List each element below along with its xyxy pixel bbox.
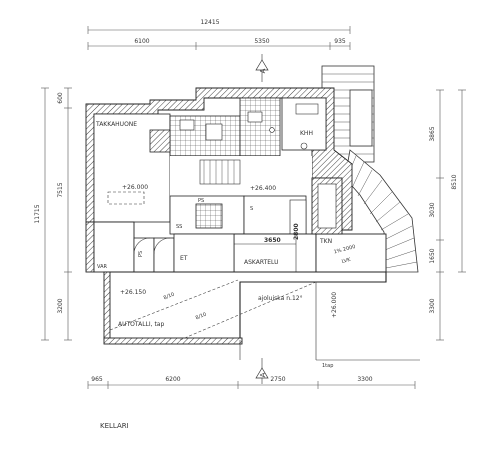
room-askartelu [233, 233, 317, 273]
room-khh [281, 97, 327, 151]
room-label-s: S [250, 206, 253, 212]
right-dimension-lines [436, 89, 466, 341]
room-label-autotalli: AUTOTALLI, tap [118, 321, 164, 328]
tkn-slope: 1% 2000 [333, 244, 356, 256]
door-label-2: 8/10 [195, 312, 208, 322]
dim-right-seg-4: 3300 [429, 298, 436, 313]
dim-right-seg-2: 3030 [429, 202, 436, 217]
dim-left-seg-2: 7515 [57, 182, 64, 197]
door-label-1: 8/10 [163, 292, 176, 302]
dim-right-total: 8510 [451, 174, 458, 189]
room-label-askartelu: ASKARTELU [244, 259, 278, 266]
dim-right-seg-1: 3865 [429, 126, 436, 141]
top-dimension-lines [87, 26, 351, 50]
lvk-label: LVK [341, 257, 352, 265]
dim-top-seg-3: 935 [334, 38, 346, 45]
dim-top-seg-2: 5350 [254, 38, 269, 45]
dim-bottom-seg-1: 965 [91, 376, 103, 383]
left-dimension-lines [41, 87, 72, 341]
wc-block [169, 195, 307, 235]
room-label-khh: KHH [300, 130, 313, 137]
ramp-slope: ajoluiska n.12° [258, 295, 303, 302]
section-marker-top-label: A [259, 68, 267, 73]
room-label-ss: SS [176, 224, 182, 230]
dim-left-seg-1: 600 [57, 92, 64, 104]
garage [103, 271, 420, 361]
west-small-rooms [93, 221, 235, 273]
room-label-takkahuone: TAKKAHUONE [95, 121, 137, 128]
section-marker-bottom-label: A [259, 372, 267, 377]
room-tkn [311, 177, 387, 273]
room-label-et: ET [180, 255, 188, 262]
room-label-ps1: PS [198, 198, 204, 204]
level-ramp: +26.000 [331, 292, 338, 318]
askartelu-dim-2: 2800 [293, 223, 300, 240]
room-label-var: VAR [97, 264, 108, 270]
level-garage: +26.150 [120, 289, 146, 296]
dim-bottom-seg-3: 2750 [270, 376, 285, 383]
dim-right-seg-3: 1650 [429, 248, 436, 263]
tap-label: 1tap [322, 363, 333, 369]
dim-left-seg-3: 3200 [57, 298, 64, 313]
level-hall: +26.400 [250, 185, 276, 192]
dim-bottom-seg-2: 6200 [165, 376, 180, 383]
askartelu-dim-1: 3650 [264, 237, 281, 244]
sheet-title: KELLARI [100, 422, 129, 430]
dim-top-seg-1: 6100 [134, 38, 149, 45]
dim-left-total: 11715 [34, 204, 41, 223]
bottom-dimension-lines [87, 381, 416, 389]
dim-top-total: 12415 [200, 19, 219, 26]
level-takkahuone: +26.000 [122, 184, 148, 191]
room-label-tkn: TKN [319, 238, 332, 245]
central-hall [170, 156, 312, 196]
section-marker-bottom [255, 358, 269, 384]
room-label-ps2: PS [138, 251, 144, 257]
section-marker-top [255, 54, 269, 82]
sauna-block [149, 97, 281, 157]
dim-bottom-seg-4: 3300 [357, 376, 372, 383]
